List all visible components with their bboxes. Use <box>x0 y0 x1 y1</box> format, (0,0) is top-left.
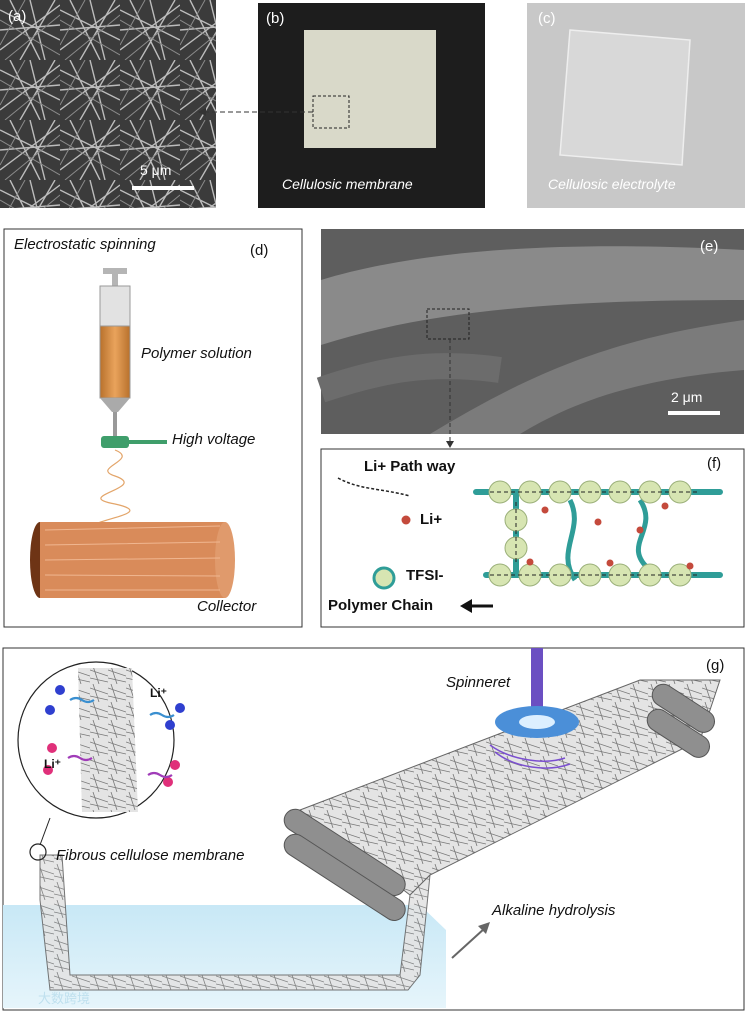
panel-c-label: (c) <box>538 10 556 27</box>
high-voltage-label: High voltage <box>172 431 256 448</box>
panel-a-label: (a) <box>8 8 27 25</box>
panel-d-label: (d) <box>250 242 269 259</box>
spinneret-label: Spinneret <box>446 674 511 691</box>
panel-f <box>320 448 745 628</box>
panel-e-label: (e) <box>700 238 719 255</box>
fibrous-membrane-label: Fibrous cellulose membrane <box>56 847 245 864</box>
panel-b <box>198 3 485 208</box>
panel-a-scale: 5 μm <box>140 162 172 178</box>
li-lower-label: Li⁺ <box>44 757 61 771</box>
panel-b-caption: Cellulosic membrane <box>282 176 413 192</box>
panel-e-scale: 2 μm <box>671 389 703 405</box>
panel-g-label: (g) <box>706 657 725 674</box>
collector-label: Collector <box>197 598 257 615</box>
polymer-solution-label: Polymer solution <box>141 345 252 362</box>
panel-e <box>316 229 744 448</box>
panel-g <box>2 647 745 1011</box>
li-upper-label: Li⁺ <box>150 686 167 700</box>
polymer-chain-label: Polymer Chain <box>328 597 434 614</box>
watermark-text: 大数跨境 <box>38 991 91 1006</box>
panel-d-title: Electrostatic spinning <box>14 236 156 253</box>
panel-c <box>527 3 745 208</box>
alkaline-hydrolysis-label: Alkaline hydrolysis <box>492 902 616 919</box>
panel-b-label: (b) <box>266 10 285 27</box>
li-pathway-label: Li+ Path way <box>364 458 456 475</box>
li-ion-label: Li+ <box>420 511 443 528</box>
tfsi-label: TFSI- <box>406 567 444 584</box>
panel-a <box>0 0 216 208</box>
panel-d <box>3 228 303 628</box>
panel-f-label: (f) <box>707 455 722 472</box>
panel-c-caption: Cellulosic electrolyte <box>548 176 676 192</box>
